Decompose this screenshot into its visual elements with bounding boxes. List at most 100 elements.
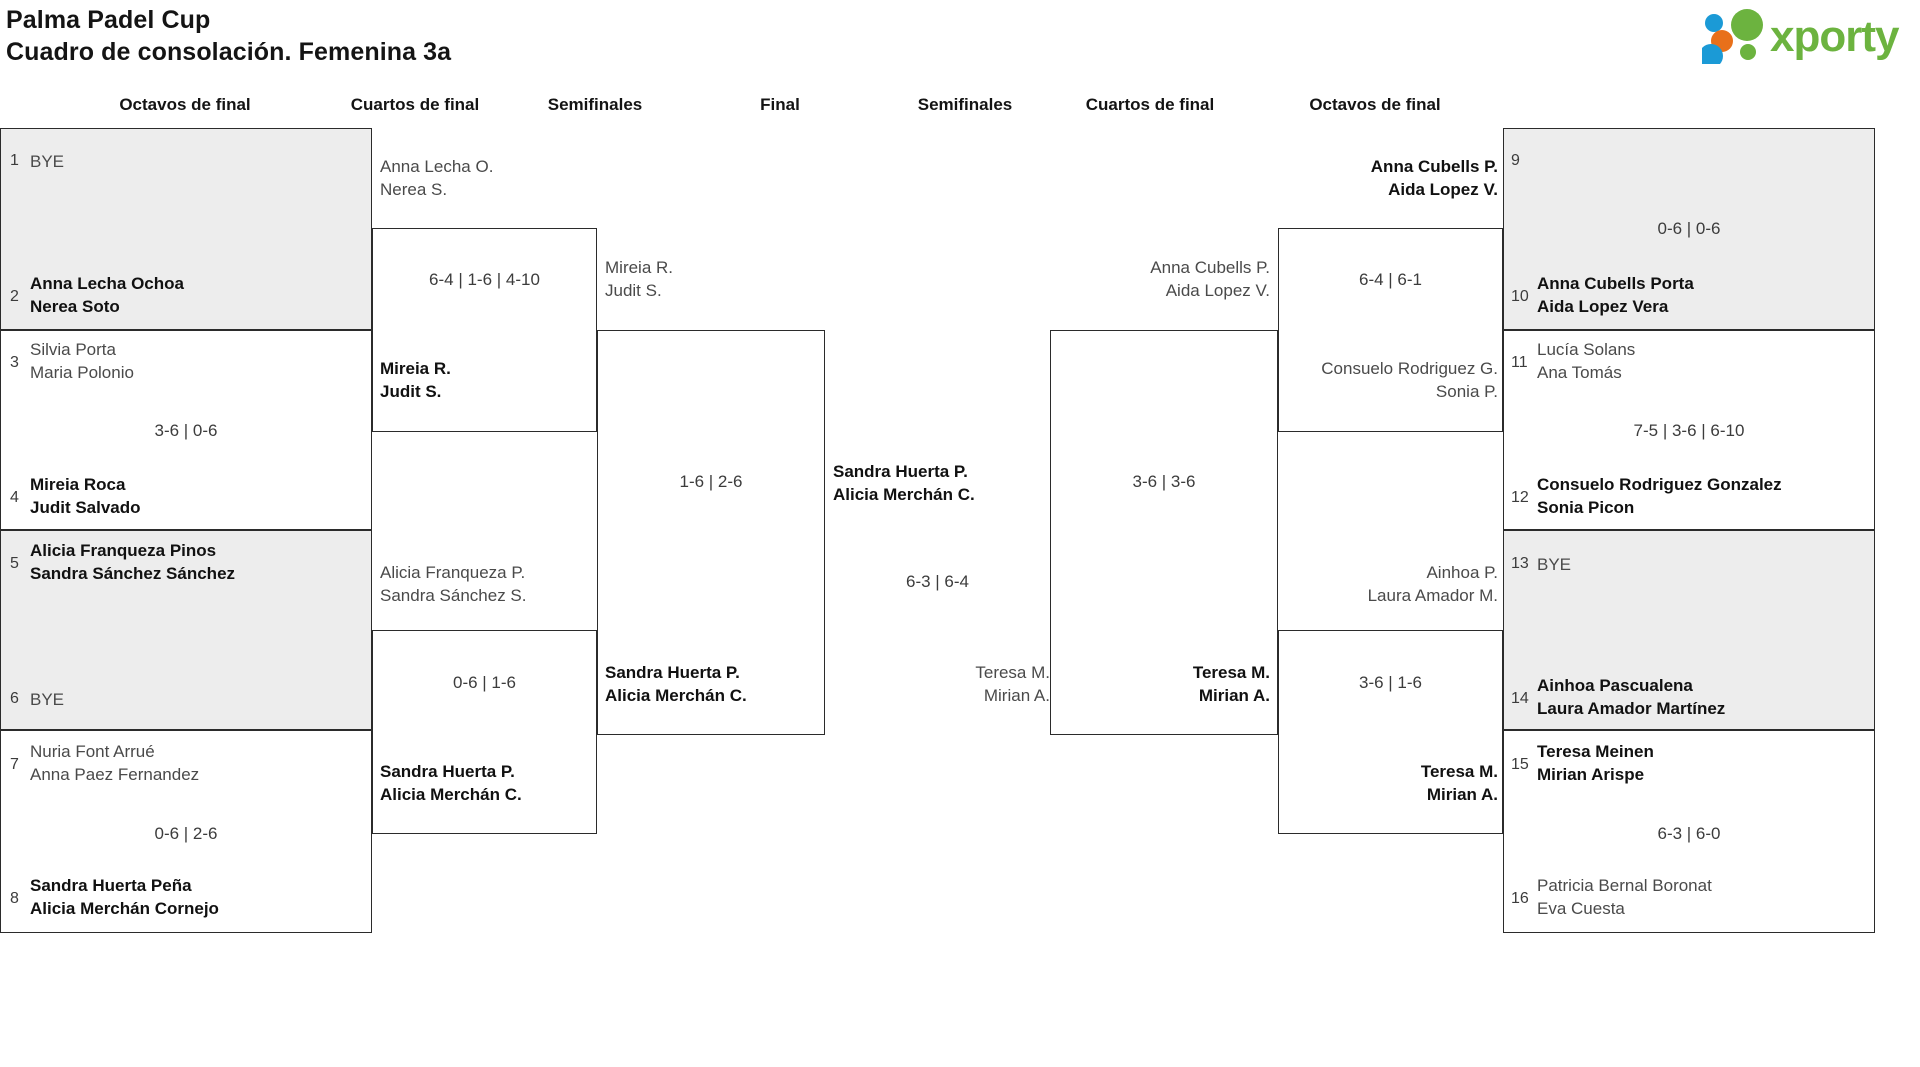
team-line-1: Anna Cubells P. [1370,157,1498,176]
team-line-1: Anna Lecha Ochoa [30,274,184,293]
team-line-1: Sandra Huerta P. [380,762,515,781]
seed-number: 10 [1511,288,1529,305]
team-line-1: Teresa M. [975,663,1050,682]
team-line-2: Maria Polonio [30,363,134,382]
team-line-2: Sandra Sánchez S. [380,586,527,605]
round-header-left-qf: Cuartos de final [350,95,480,114]
team-line-1: Ainhoa Pascualena [1537,676,1693,695]
team-line-2: Alicia Merchán C. [605,686,747,705]
team-line-1: Alicia Franqueza P. [380,563,526,582]
team-line-2: Aida Lopez V. [1388,180,1498,199]
team-line-2: Judit S. [380,382,442,401]
team-line-2: Ana Tomás [1537,363,1622,382]
team-line-2: Mirian Arispe [1537,765,1645,784]
right-r16-match-4-box[interactable] [1503,730,1875,933]
xporty-logo-svg: xporty [1702,9,1901,64]
left-qf-match-1-box[interactable] [372,228,597,432]
team-line-1: Anna Cubells P. [1150,258,1270,277]
right-qf-match-1-box[interactable] [1278,228,1503,432]
logo-dot-green-large [1731,9,1763,41]
team-line-1: Teresa M. [1192,663,1270,682]
bracket-subtitle: Cuadro de consolación. Femenina 3a [6,38,452,66]
team-line-1: Sandra Huerta P. [605,663,740,682]
team-line-1: Mireia R. [380,359,451,378]
right-r16-match-1-box[interactable] [1503,128,1875,330]
left-r16-score-4: 0-6 | 2-6 [154,824,218,843]
team-line-1: BYE [30,152,65,171]
seed-number: 15 [1511,756,1529,773]
team-line-2: Nerea S. [380,180,448,199]
seed-number: 14 [1511,690,1529,707]
right-r16-score-2: 7-5 | 3-6 | 6-10 [1633,421,1745,440]
team-line-1: Ainhoa P. [1426,563,1498,582]
seed-number: 5 [10,555,19,572]
seed-number: 1 [10,152,19,169]
team-line-1: Sandra Huerta P. [833,462,968,481]
round-header-right-r16: Octavos de final [1309,95,1441,114]
team-line-1: Nuria Font Arrué [30,742,155,761]
team-line-2: Mirian A. [1198,686,1270,705]
seed-number: 2 [10,288,19,305]
seed-number: 3 [10,354,19,371]
right-r16-match-3-box[interactable] [1503,530,1875,730]
team-line-2: Mirian A. [983,686,1050,705]
seed-number: 13 [1511,555,1529,572]
team-line-2: Judit Salvado [30,498,141,517]
right-r16-score-1: 0-6 | 0-6 [1657,219,1721,238]
team-line-1: Anna Cubells Porta [1537,274,1694,293]
team-line-1: Consuelo Rodriguez G. [1321,359,1498,378]
right-qf-match-2-box[interactable] [1278,630,1503,834]
team-line-2: Judit S. [605,281,662,300]
team-line-1: BYE [30,690,65,709]
team-line-2: Eva Cuesta [1537,899,1625,918]
logo-wordmark: xporty [1770,12,1900,61]
team-line-1: Patricia Bernal Boronat [1537,876,1712,895]
team-line-1: Lucía Solans [1537,340,1636,359]
round-header-right-sf: Semifinales [917,95,1013,114]
team-line-1: Anna Lecha O. [380,157,494,176]
team-line-1: Silvia Porta [30,340,116,359]
left-qf-score-1: 6-4 | 1-6 | 4-10 [429,270,540,289]
team-line-1: Mireia R. [605,258,674,277]
team-line-2: Mirian A. [1426,785,1498,804]
left-r16-score-2: 3-6 | 0-6 [154,421,218,440]
team-line-1: Teresa M. [1420,762,1498,781]
left-r16-match-4-box[interactable] [0,730,372,933]
seed-number: 6 [10,690,19,707]
right-sf-match-box[interactable] [1050,330,1278,735]
team-line-2: Alicia Merchán C. [380,785,522,804]
page-header: Palma Padel Cup Cuadro de consolación. F… [0,0,1920,95]
left-sf-match-box[interactable] [597,330,825,735]
right-r16-score-4: 6-3 | 6-0 [1657,824,1721,843]
left-r16-match-3-box[interactable] [0,530,372,730]
team-line-2: Sonia P. [1435,382,1498,401]
team-line-1: Alicia Franqueza Pinos [30,541,217,560]
left-r16-match-1-box[interactable] [0,128,372,330]
logo-dot-blue-small [1705,14,1723,32]
xporty-logo: xporty [1702,6,1912,64]
left-r16-match-2-box[interactable] [0,330,372,530]
team-line-2: Alicia Merchán C. [833,485,975,504]
left-qf-match-2-box[interactable] [372,630,597,834]
final-score: 6-3 | 6-4 [905,572,969,591]
team-line-2: Aida Lopez V. [1165,281,1270,300]
seed-number: 9 [1511,152,1520,169]
team-line-2: Nerea Soto [30,297,120,316]
right-r16-match-2-box[interactable] [1503,330,1875,530]
round-header-final: Final [760,95,800,114]
seed-number: 4 [10,489,19,506]
team-line-1: Consuelo Rodriguez Gonzalez [1537,475,1782,494]
round-header-right-qf: Cuartos de final [1085,95,1215,114]
team-line-2: Laura Amador M. [1367,586,1498,605]
left-qf-score-2: 0-6 | 1-6 [452,673,516,692]
right-sf-score: 3-6 | 3-6 [1132,472,1196,491]
team-line-2: Anna Paez Fernandez [30,765,200,784]
logo-dot-green-small [1740,44,1756,60]
team-line-2: Alicia Merchán Cornejo [30,899,219,918]
right-qf-score-1: 6-4 | 6-1 [1358,270,1422,289]
seed-number: 11 [1511,354,1528,371]
left-sf-score: 1-6 | 2-6 [679,472,743,491]
seed-number: 16 [1511,890,1529,907]
round-header-left-sf: Semifinales [547,95,643,114]
